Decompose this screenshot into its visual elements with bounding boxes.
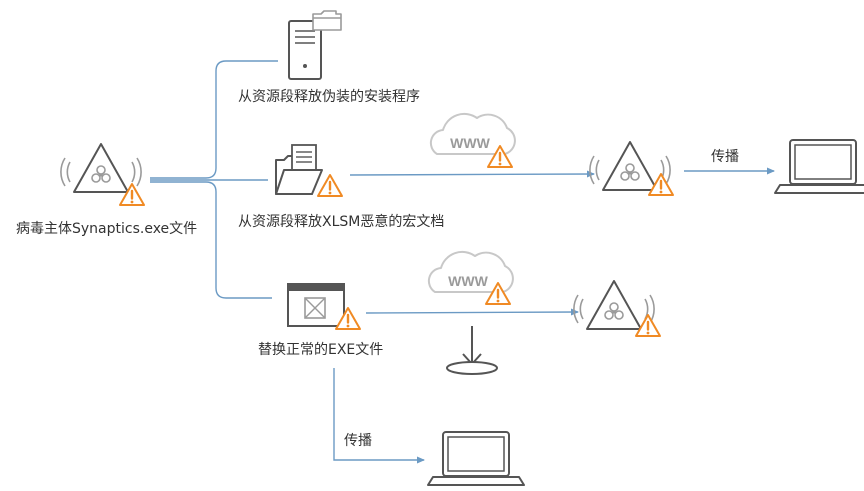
folder-icon (312, 10, 342, 31)
application-window-icon (287, 283, 345, 327)
edge-main-to-replace-exe (150, 181, 272, 299)
download-icon (446, 326, 498, 375)
biohazard-icon (59, 143, 143, 193)
laptop-icon (774, 139, 864, 194)
edge-xlsm-to-hazard (349, 170, 595, 178)
biohazard-icon (572, 280, 656, 330)
server-icon (288, 20, 322, 80)
main-file-label: 病毒主体Synaptics.exe文件 (16, 221, 198, 237)
cloud-upper-text: WWW (450, 135, 490, 151)
cloud-icon: WWW (427, 250, 514, 293)
installer-label: 从资源段释放伪装的安装程序 (238, 89, 420, 105)
spread-upper-label: 传播 (711, 149, 739, 165)
document-folder-icon (275, 144, 323, 195)
cloud-icon: WWW (429, 112, 516, 155)
edge-main-to-installer (150, 60, 278, 179)
laptop-icon (427, 431, 525, 486)
cloud-lower-text: WWW (448, 273, 488, 289)
replace-exe-label: 替换正常的EXE文件 (258, 342, 384, 358)
warning-icon (316, 173, 344, 198)
xlsm-label: 从资源段释放XLSM恶意的宏文档 (238, 214, 445, 230)
edge-spread-lower (333, 368, 425, 464)
spread-lower-label: 传播 (344, 433, 372, 449)
connector-lines (150, 60, 775, 464)
edge-exe-to-hazard (365, 308, 579, 316)
